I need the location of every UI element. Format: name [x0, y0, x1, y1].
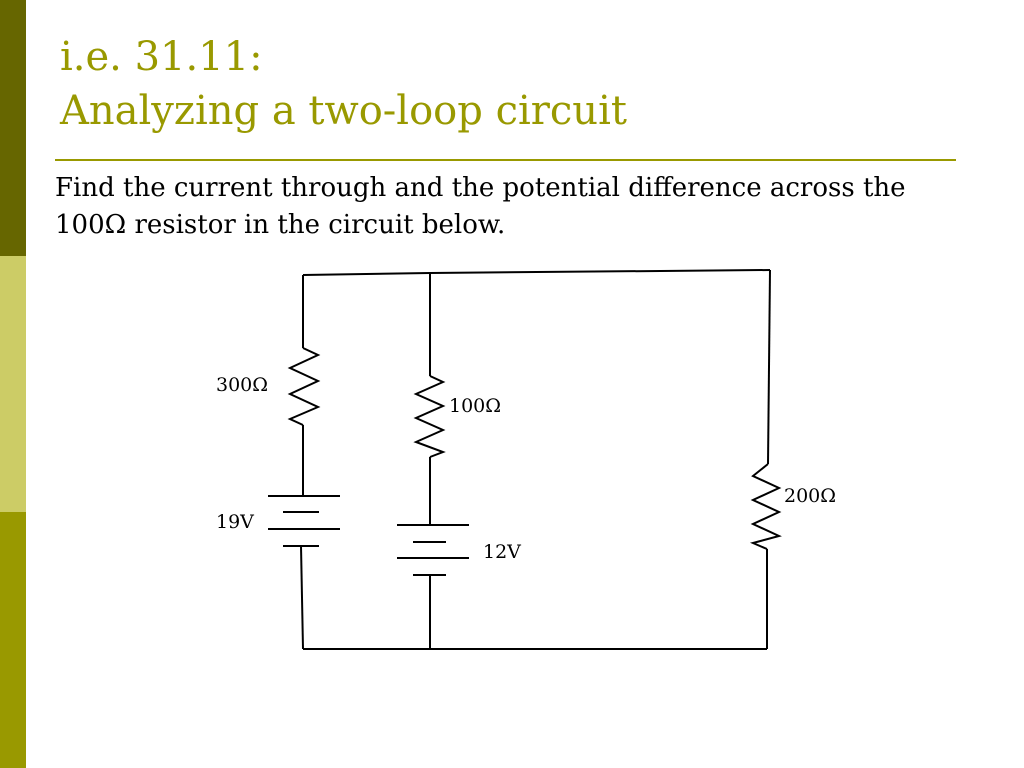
- wire-right-upper: [767, 269, 771, 465]
- label-200-ohm: 200Ω: [784, 485, 836, 507]
- resistor-100-symbol: [413, 375, 446, 458]
- sidebar-decoration: [0, 0, 26, 768]
- resistor-200-symbol: [749, 463, 782, 550]
- label-100-ohm: 100Ω: [449, 395, 501, 417]
- resistor-300-symbol: [287, 347, 321, 426]
- sidebar-block-light: [0, 256, 26, 512]
- title-line-2: Analyzing a two-loop circuit: [60, 88, 627, 134]
- problem-text: Find the current through and the potenti…: [55, 173, 906, 240]
- title-line-1: i.e. 31.11:: [60, 34, 263, 80]
- label-19v: 19V: [216, 511, 254, 533]
- sidebar-block-dark: [0, 0, 26, 256]
- wire-top-left: [302, 272, 431, 276]
- title-divider: [55, 159, 956, 161]
- wire-left-lower: [300, 545, 304, 650]
- label-300-ohm: 300Ω: [216, 374, 268, 396]
- slide-title: i.e. 31.11: Analyzing a two-loop circuit: [60, 30, 960, 138]
- sidebar-block-olive: [0, 512, 26, 768]
- label-12v: 12V: [483, 541, 521, 563]
- wire-top-right: [429, 269, 771, 274]
